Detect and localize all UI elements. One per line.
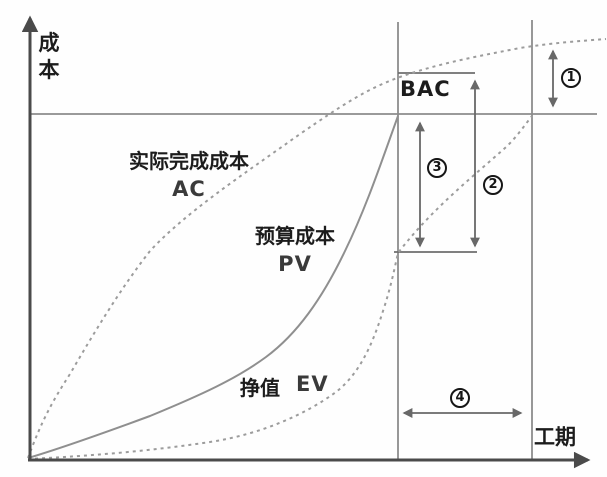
ev-curve <box>27 115 533 460</box>
ev-curve-name: 挣值 <box>240 376 280 400</box>
x-axis-label: 工期 <box>534 425 576 449</box>
circled-number-2: 2 <box>483 175 503 195</box>
pv-curve-label: 预算成本 PV <box>242 220 348 276</box>
ac-curve-code: AC <box>172 177 206 201</box>
pv-curve-code: PV <box>278 252 312 276</box>
circled-number-3: 3 <box>427 158 447 178</box>
ac-curve-name: 实际完成成本 <box>129 149 249 173</box>
ev-curve-code: EV <box>296 372 329 396</box>
circled-number-4: 4 <box>450 388 470 408</box>
pv-curve <box>27 115 399 459</box>
pv-curve-name: 预算成本 <box>255 224 335 248</box>
circled-number-1: 1 <box>561 68 581 88</box>
y-axis-label: 成本 <box>38 31 60 82</box>
ac-curve-label: 实际完成成本 AC <box>118 145 260 201</box>
ev-curve-label: 挣值 EV <box>240 372 329 401</box>
bac-label: BAC <box>400 77 451 101</box>
